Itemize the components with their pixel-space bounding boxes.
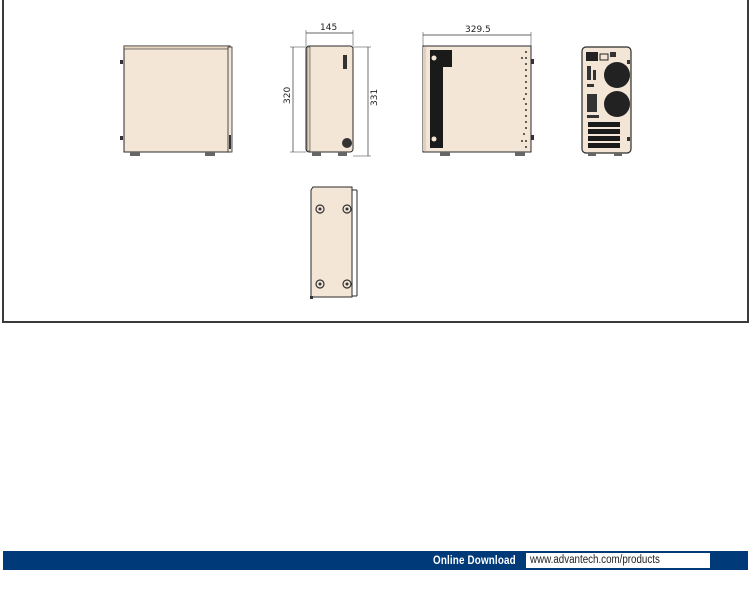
right-side-view: 329.5	[422, 25, 534, 156]
dimension-drawing: 145 320 331 329.5	[120, 23, 632, 299]
products-url-text: www.advantech.com/products	[530, 554, 660, 566]
front-view: 145 320 331	[283, 23, 380, 157]
depth-dimension: 329.5	[465, 25, 491, 35]
left-side-view	[120, 45, 233, 156]
rear-view	[581, 46, 632, 156]
online-download-label: Online Download	[433, 553, 516, 567]
bottom-view	[310, 186, 358, 299]
height-dimension-320: 320	[283, 87, 293, 104]
width-dimension: 145	[320, 23, 337, 33]
drawing-frame	[2, 0, 749, 323]
products-url-link[interactable]: www.advantech.com/products	[526, 553, 710, 568]
height-dimension-331: 331	[370, 89, 380, 106]
